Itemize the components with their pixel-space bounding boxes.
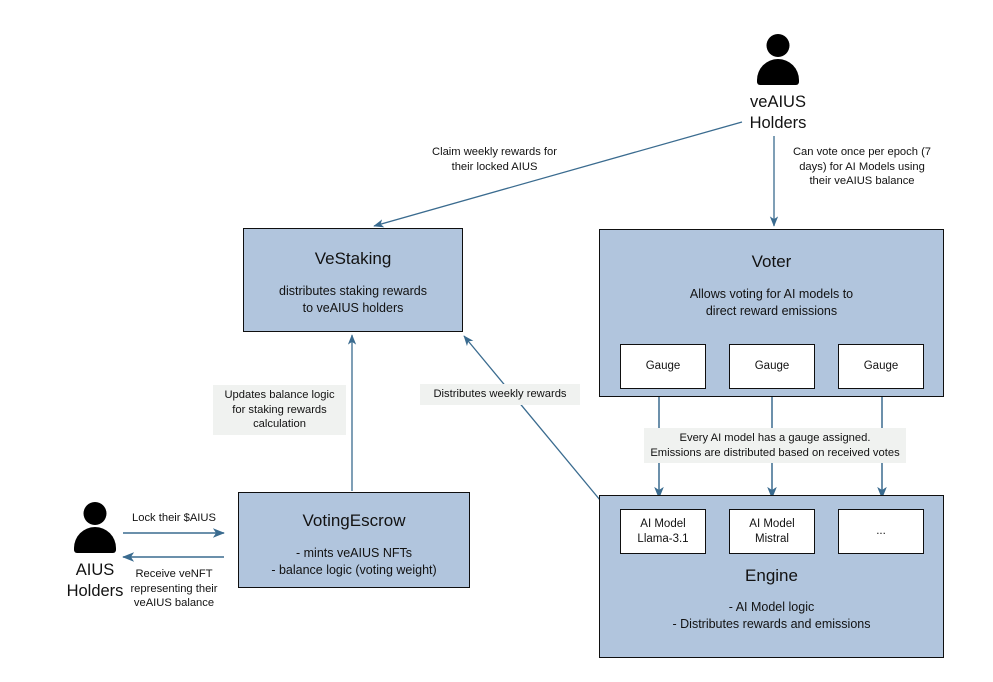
node-voter-subtitle: Allows voting for AI models to direct re…: [689, 287, 854, 318]
ai-model-box-2[interactable]: AI Model Mistral: [729, 509, 815, 554]
ai-model-box-1[interactable]: AI Model Llama-3.1: [620, 509, 706, 554]
node-votingescrow[interactable]: VotingEscrow - mints veAIUS NFTs - balan…: [238, 492, 470, 588]
edge-label-claim-weekly-rewards: Claim weekly rewards for their locked AI…: [432, 146, 557, 173]
edge-label-vote-once-per-epoch: Can vote once per epoch (7 days) for AI …: [792, 146, 932, 187]
node-vestaking-subtitle: distributes staking rewards to veAIUS ho…: [279, 284, 427, 315]
ai-model-box-3[interactable]: ...: [838, 509, 924, 554]
gauge-box-2[interactable]: Gauge: [729, 344, 815, 389]
node-voter-title: Voter: [751, 252, 792, 271]
edge-engine-to-vestaking: [463, 335, 601, 501]
actor-aius-holders: AIUS Holders: [40, 500, 150, 602]
node-votingescrow-title: VotingEscrow: [302, 511, 406, 530]
edge-label-gauge-assignment: Every AI model has a gauge assigned. Emi…: [644, 428, 906, 463]
gauge-box-1[interactable]: Gauge: [620, 344, 706, 389]
gauge-box-3[interactable]: Gauge: [838, 344, 924, 389]
edge-label-receive-venft: Receive veNFT representing their veAIUS …: [130, 568, 218, 609]
edge-veaius-to-vestaking: [373, 121, 743, 228]
actor-aius-holders-label: AIUS Holders: [66, 561, 124, 600]
actor-veaius-holders-label: veAIUS Holders: [749, 93, 807, 132]
node-vestaking[interactable]: VeStaking distributes staking rewards to…: [243, 228, 463, 332]
edge-label-updates-balance-logic: Updates balance logic for staking reward…: [213, 385, 346, 435]
node-engine-subtitle: - AI Model logic - Distributes rewards a…: [672, 600, 871, 631]
actor-veaius-holders: veAIUS Holders: [746, 32, 810, 134]
edge-label-distributes-weekly-rewards: Distributes weekly rewards: [420, 384, 580, 405]
person-icon: [750, 32, 806, 88]
node-votingescrow-subtitle: - mints veAIUS NFTs - balance logic (vot…: [271, 546, 437, 577]
edge-label-lock-their-aius: Lock their $AIUS: [132, 512, 216, 524]
node-engine-title: Engine: [745, 566, 798, 585]
node-vestaking-title: VeStaking: [314, 249, 392, 268]
person-icon: [67, 500, 123, 556]
